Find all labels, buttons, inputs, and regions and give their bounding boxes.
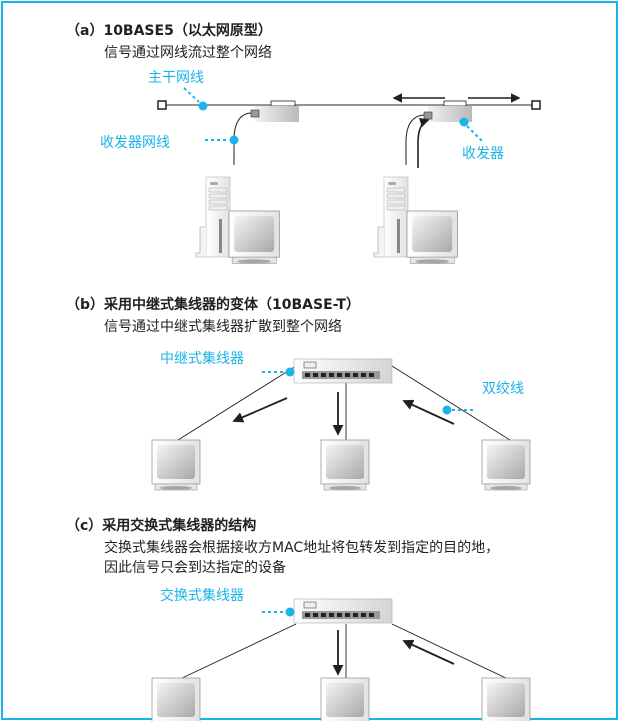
computer-c-2 xyxy=(320,677,370,721)
callout-transceiver-cable-dot xyxy=(229,135,239,145)
callout-backbone-line xyxy=(183,87,200,103)
transceiver-cable-2 xyxy=(405,114,425,165)
label-transceiver-cable: 收发器网线 xyxy=(100,135,170,151)
section-c-description-line2: 因此信号只会到达指定的设备 xyxy=(104,560,286,576)
section-b-description: 信号通过中继式集线器扩散到整个网络 xyxy=(104,319,342,335)
diagram-10base5 xyxy=(157,87,541,265)
section-c-title: （c）采用交换式集线器的结构 xyxy=(66,518,257,534)
twisted-pair-left xyxy=(177,623,297,681)
section-a-description: 信号通过网线流过整个网络 xyxy=(104,45,272,61)
diagram-repeater-hub xyxy=(151,358,531,491)
computer-b-1 xyxy=(151,439,201,491)
callout-transceiver-line xyxy=(466,125,483,142)
label-repeater-hub: 中继式集线器 xyxy=(160,351,244,367)
section-c-description-line1: 交换式集线器会根据接收方MAC地址将包转发到指定的目的地， xyxy=(104,540,500,556)
computer-2 xyxy=(373,176,458,265)
callout-backbone-dot xyxy=(198,101,208,111)
computer-c-1 xyxy=(151,677,201,721)
callout-twisted-pair-dot xyxy=(442,405,452,415)
diagram-switching-hub xyxy=(151,598,531,721)
computer-b-2 xyxy=(320,439,370,491)
computer-1 xyxy=(195,176,280,265)
label-backbone-cable: 主干网线 xyxy=(148,70,204,86)
twisted-pair-left xyxy=(177,365,297,441)
terminator-right xyxy=(531,100,541,110)
label-switching-hub: 交换式集线器 xyxy=(160,588,244,604)
signal-arrow-in xyxy=(402,399,455,425)
callout-hub-dot xyxy=(285,367,295,377)
label-transceiver: 收发器 xyxy=(462,146,504,162)
transceiver-1 xyxy=(250,100,299,122)
callout-transceiver-dot xyxy=(459,117,469,127)
label-twisted-pair: 双绞线 xyxy=(482,381,524,397)
callout-hub-dot xyxy=(285,607,295,617)
terminator-left xyxy=(157,100,167,110)
signal-arrow-in xyxy=(402,639,455,665)
section-a-title: （a）10BASE5（以太网原型） xyxy=(66,23,272,39)
twisted-pair-right xyxy=(391,365,511,441)
repeater-hub xyxy=(293,358,393,384)
computer-c-3 xyxy=(481,677,531,721)
computer-b-3 xyxy=(481,439,531,491)
twisted-pair-right xyxy=(391,623,511,681)
switching-hub xyxy=(293,598,393,624)
signal-arrow-left xyxy=(232,397,288,423)
section-b-title: （b）采用中继式集线器的变体（10BASE-T） xyxy=(66,297,360,313)
signal-arrow-up xyxy=(417,117,430,168)
